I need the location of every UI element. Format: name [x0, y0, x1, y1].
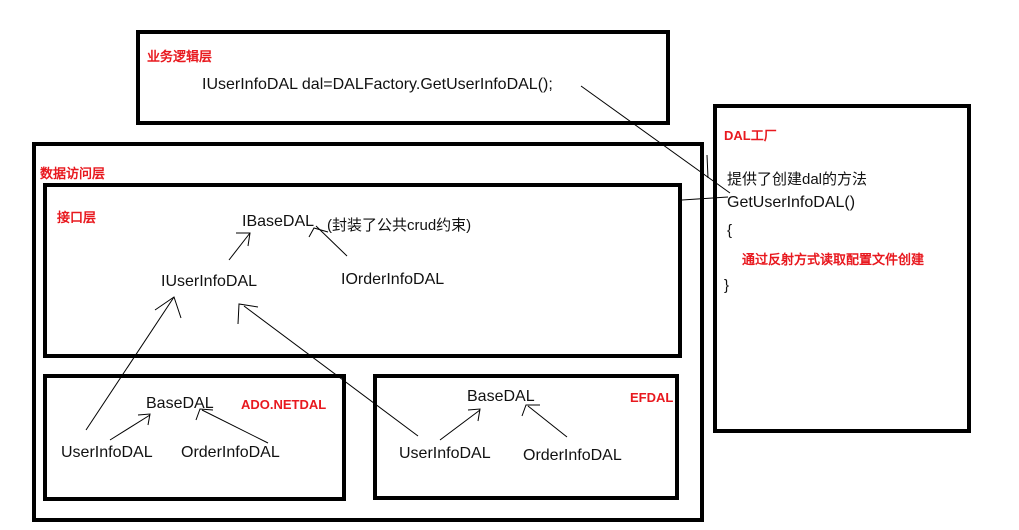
connector-iorder-to-ibase [315, 225, 348, 257]
arrowhead-ado-user-to-base [137, 413, 151, 426]
arrowhead-ado-user-to-iuser [154, 296, 182, 319]
connector-ef-user-to-base [439, 409, 481, 441]
connector-ado-order-to-base [201, 409, 269, 444]
connector-iuser-to-ibase [228, 232, 251, 261]
adonet-orderinfodal-node: OrderInfoDAL [181, 444, 280, 461]
dal-factory-method: GetUserInfoDAL() [727, 194, 856, 211]
dal-factory-open-brace: { [727, 222, 733, 239]
connector-factory-tick [706, 154, 709, 179]
interface-layer-label: 接口层 [57, 210, 97, 225]
connector-interface-to-factory [681, 196, 729, 201]
ef-dal-box [373, 374, 679, 500]
connector-ado-user-to-iuser [85, 296, 175, 431]
arrowhead-ado-order-to-base [195, 408, 214, 421]
connector-ef-user-to-iuser [243, 305, 419, 437]
adonet-basedal-node: BaseDAL [146, 395, 214, 412]
business-layer-code: IUserInfoDAL dal=DALFactory.GetUserInfoD… [202, 76, 553, 93]
business-layer-box [136, 30, 670, 125]
data-access-layer-label: 数据访问层 [40, 166, 106, 181]
ef-orderinfodal-node: OrderInfoDAL [523, 447, 622, 464]
iorderinfodal-node: IOrderInfoDAL [341, 271, 445, 288]
arrowhead-ef-user-to-base [467, 408, 481, 422]
arrowhead-ef-order-to-base [521, 404, 540, 417]
adonet-userinfodal-node: UserInfoDAL [61, 444, 153, 461]
connector-business-to-factory [580, 85, 731, 194]
connector-ef-order-to-base [527, 405, 568, 438]
dal-factory-desc: 提供了创建dal的方法 [727, 171, 868, 188]
arrowhead-iuser-to-ibase [236, 232, 251, 247]
business-layer-label: 业务逻辑层 [147, 49, 213, 64]
arrowhead-ef-user-to-iuser [237, 303, 259, 325]
dal-factory-note: 通过反射方式读取配置文件创建 [742, 252, 925, 267]
iuserinfodal-node: IUserInfoDAL [161, 273, 258, 290]
ibasedal-note: (封装了公共crud约束) [327, 217, 472, 234]
dal-factory-label: DAL工厂 [724, 128, 777, 143]
ef-basedal-node: BaseDAL [467, 388, 535, 405]
ibasedal-node: IBaseDAL [242, 213, 315, 230]
ef-dal-label: EFDAL [630, 390, 674, 405]
interface-layer-box [43, 183, 682, 358]
dal-factory-close-brace: } [724, 277, 730, 294]
adonet-dal-label: ADO.NETDAL [241, 397, 327, 412]
dal-factory-box [713, 104, 971, 433]
arrowhead-iorder-to-ibase [308, 227, 329, 238]
connector-ado-user-to-base [109, 414, 151, 441]
ef-userinfodal-node: UserInfoDAL [399, 445, 491, 462]
adonet-dal-box [43, 374, 346, 501]
data-access-layer-box [32, 142, 704, 522]
